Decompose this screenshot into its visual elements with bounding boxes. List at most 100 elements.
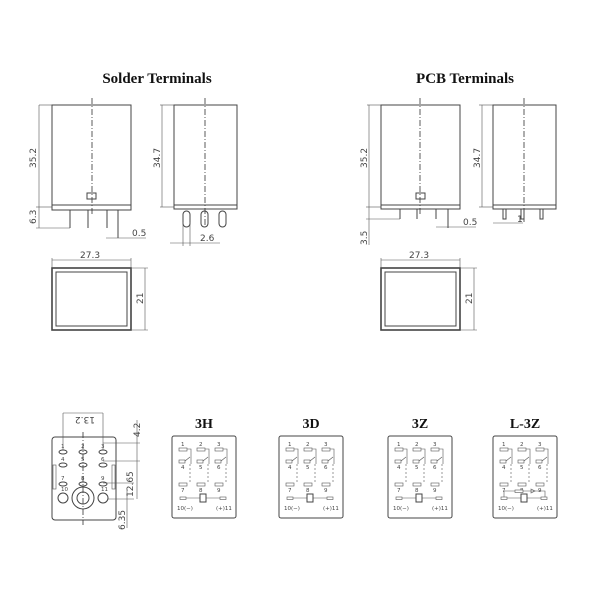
coil-neg-label: 10(−) — [284, 506, 300, 512]
pin-label: 8 — [306, 488, 310, 494]
contact-nc — [499, 447, 509, 452]
contact-nc — [321, 447, 331, 452]
pin-label: 5 — [415, 465, 419, 471]
pin-label: 6 — [217, 465, 221, 471]
contact-common — [517, 459, 525, 464]
pin-label: 3 — [217, 442, 221, 448]
contact-wire — [403, 448, 408, 464]
armature — [523, 456, 530, 462]
contact-wire — [508, 448, 513, 464]
pin-label: 7 — [397, 488, 401, 494]
solder-side-view: 34.7 2.6 — [153, 98, 238, 246]
contact-no — [321, 482, 331, 487]
pin-label: 8 — [81, 476, 85, 482]
contact-no — [285, 482, 295, 487]
dim-bottom-offset: 6.35 — [118, 510, 128, 530]
armature — [184, 456, 191, 462]
coil — [520, 493, 528, 503]
pin-label: 2 — [520, 442, 524, 448]
armature — [202, 456, 209, 462]
schematic-frame — [278, 435, 344, 519]
led-icon — [530, 488, 536, 494]
contact-common — [214, 459, 222, 464]
pin-slot — [58, 481, 68, 487]
contact-nc — [412, 447, 422, 452]
base-pin: 10 — [57, 487, 69, 504]
pin-label: 1 — [288, 442, 292, 448]
dim-row-pitch: 12.65 — [126, 471, 136, 497]
dim-pin-pitch-x: 13.2 — [75, 414, 95, 424]
coil — [415, 493, 423, 503]
dim-top-offset: 4.2 — [133, 423, 143, 437]
contact-wire — [421, 448, 426, 464]
pin-label: 1 — [502, 442, 506, 448]
pin-slot — [58, 449, 68, 455]
pin-label: 2 — [415, 442, 419, 448]
pin-label: 1 — [61, 444, 65, 450]
contact-nc — [196, 447, 206, 452]
schematic-title: 3Z — [412, 417, 428, 432]
pcb-dim-depth: 21 — [465, 293, 475, 304]
contact-nc — [178, 447, 188, 452]
dim-pin-thickness: 0.5 — [132, 229, 146, 239]
base-pin: 7 — [58, 476, 68, 487]
pin-label: 5 — [199, 465, 203, 471]
pin-label: 9 — [101, 476, 105, 482]
pin-screw — [57, 492, 69, 504]
coil-pos-label: (+)11 — [216, 506, 232, 512]
contact-no — [394, 482, 404, 487]
dim-pin-length: 6.3 — [29, 210, 39, 224]
coil-neg-label: 10(−) — [393, 506, 409, 512]
dim-depth: 21 — [136, 293, 146, 304]
pin-slot — [78, 462, 88, 468]
schematic-title: L-3Z — [510, 417, 540, 432]
pin-label: 3 — [538, 442, 542, 448]
contact-wire — [205, 448, 210, 464]
section-title-solder: Solder Terminals — [102, 71, 211, 87]
contact-common — [499, 459, 507, 464]
pcb-dim-pin-length: 3.5 — [360, 231, 370, 245]
contact-common — [321, 459, 329, 464]
pin-label: 6 — [538, 465, 542, 471]
contact-wire — [439, 448, 444, 464]
pin-slot — [98, 449, 108, 455]
contact-common — [178, 459, 186, 464]
contact-nc — [214, 447, 224, 452]
base-pin: 9 — [98, 476, 108, 487]
coil-pos-label: (+)11 — [537, 506, 553, 512]
armature — [505, 456, 512, 462]
solder-terminals-section: Solder Terminals 35.2 6.3 0.5 34.7 2.6 — [29, 71, 238, 331]
solder-front-view: 35.2 6.3 0.5 — [29, 98, 146, 239]
pcb-front-view: 35.2 3.5 0.5 — [360, 98, 477, 245]
schematic-title: 3D — [302, 417, 319, 432]
pin-screw — [97, 492, 109, 504]
coil-terminal — [500, 496, 508, 500]
schematic-frame — [492, 435, 558, 519]
pin-label: 9 — [217, 488, 221, 494]
pcb-top-view: 27.3 21 — [380, 251, 477, 331]
pin-label: 1 — [181, 442, 185, 448]
pin-label: 5 — [306, 465, 310, 471]
dim-width: 27.3 — [80, 251, 100, 261]
contact-no — [196, 482, 206, 487]
armature — [436, 456, 443, 462]
coil-terminal — [219, 496, 227, 500]
contact-wire — [330, 448, 335, 464]
armature — [309, 456, 316, 462]
pin-label: 9 — [324, 488, 328, 494]
contact-no — [214, 482, 224, 487]
contact-no — [499, 482, 509, 487]
pin-slot — [58, 462, 68, 468]
pin-label: 10 — [61, 487, 68, 493]
contact-common — [285, 459, 293, 464]
contact-wire — [526, 448, 531, 464]
coil-terminal — [286, 496, 294, 500]
pin-label: 6 — [433, 465, 437, 471]
contact-wire — [312, 448, 317, 464]
coil-terminal — [179, 496, 187, 500]
